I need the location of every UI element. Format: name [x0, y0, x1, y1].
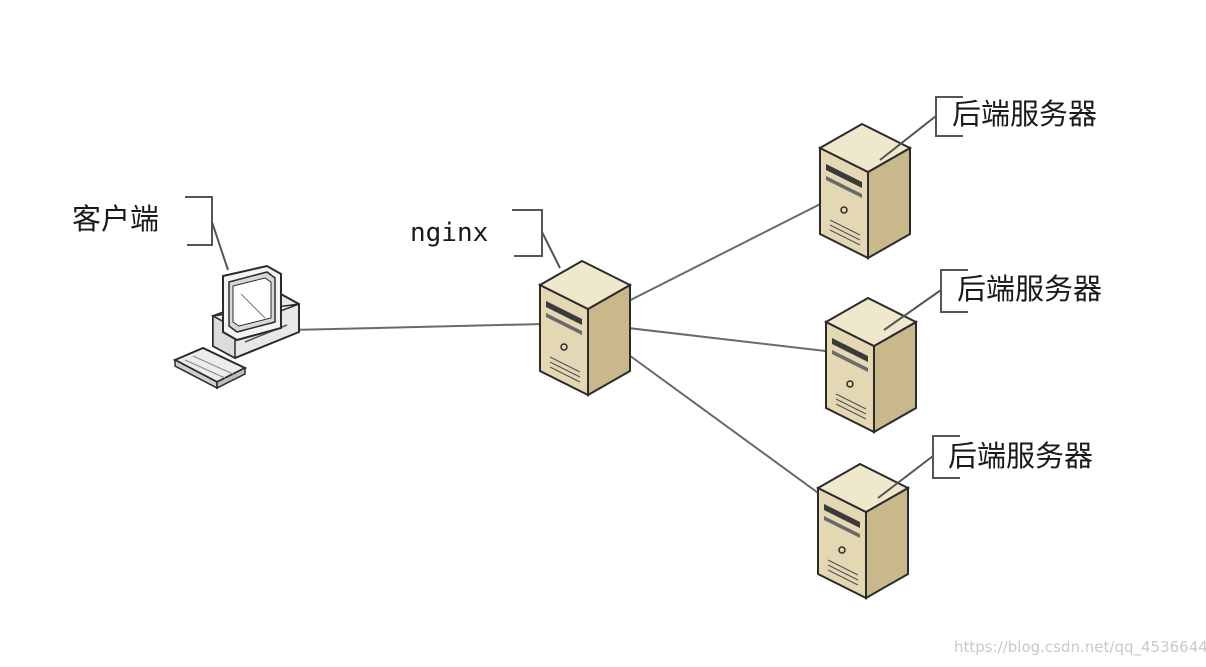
- nginx-label: nginx: [410, 218, 488, 248]
- client-label: 客户端: [72, 202, 159, 236]
- backend-1-label: 后端服务器: [952, 97, 1097, 131]
- backend-3-label: 后端服务器: [948, 439, 1093, 473]
- backend-1-callout-leader: [879, 115, 937, 161]
- nginx-callout-bracket: [512, 209, 543, 257]
- server-tower-icon: [819, 123, 911, 259]
- nginx-callout-leader: [541, 231, 561, 269]
- desktop-computer-icon: [172, 264, 300, 390]
- client-callout-leader: [211, 221, 229, 271]
- client-callout-bracket: [185, 196, 213, 246]
- server-tower-icon: [817, 463, 909, 599]
- label-brackets: [185, 96, 968, 499]
- backend-2-callout-leader: [883, 289, 942, 331]
- server-tower-icon: [539, 260, 631, 396]
- client-to-nginx-line: [289, 322, 586, 331]
- watermark-text: https://blog.csdn.net/qq_45366447: [954, 638, 1206, 657]
- backend-2-label: 后端服务器: [957, 272, 1102, 306]
- backend-3-callout-leader: [877, 455, 934, 499]
